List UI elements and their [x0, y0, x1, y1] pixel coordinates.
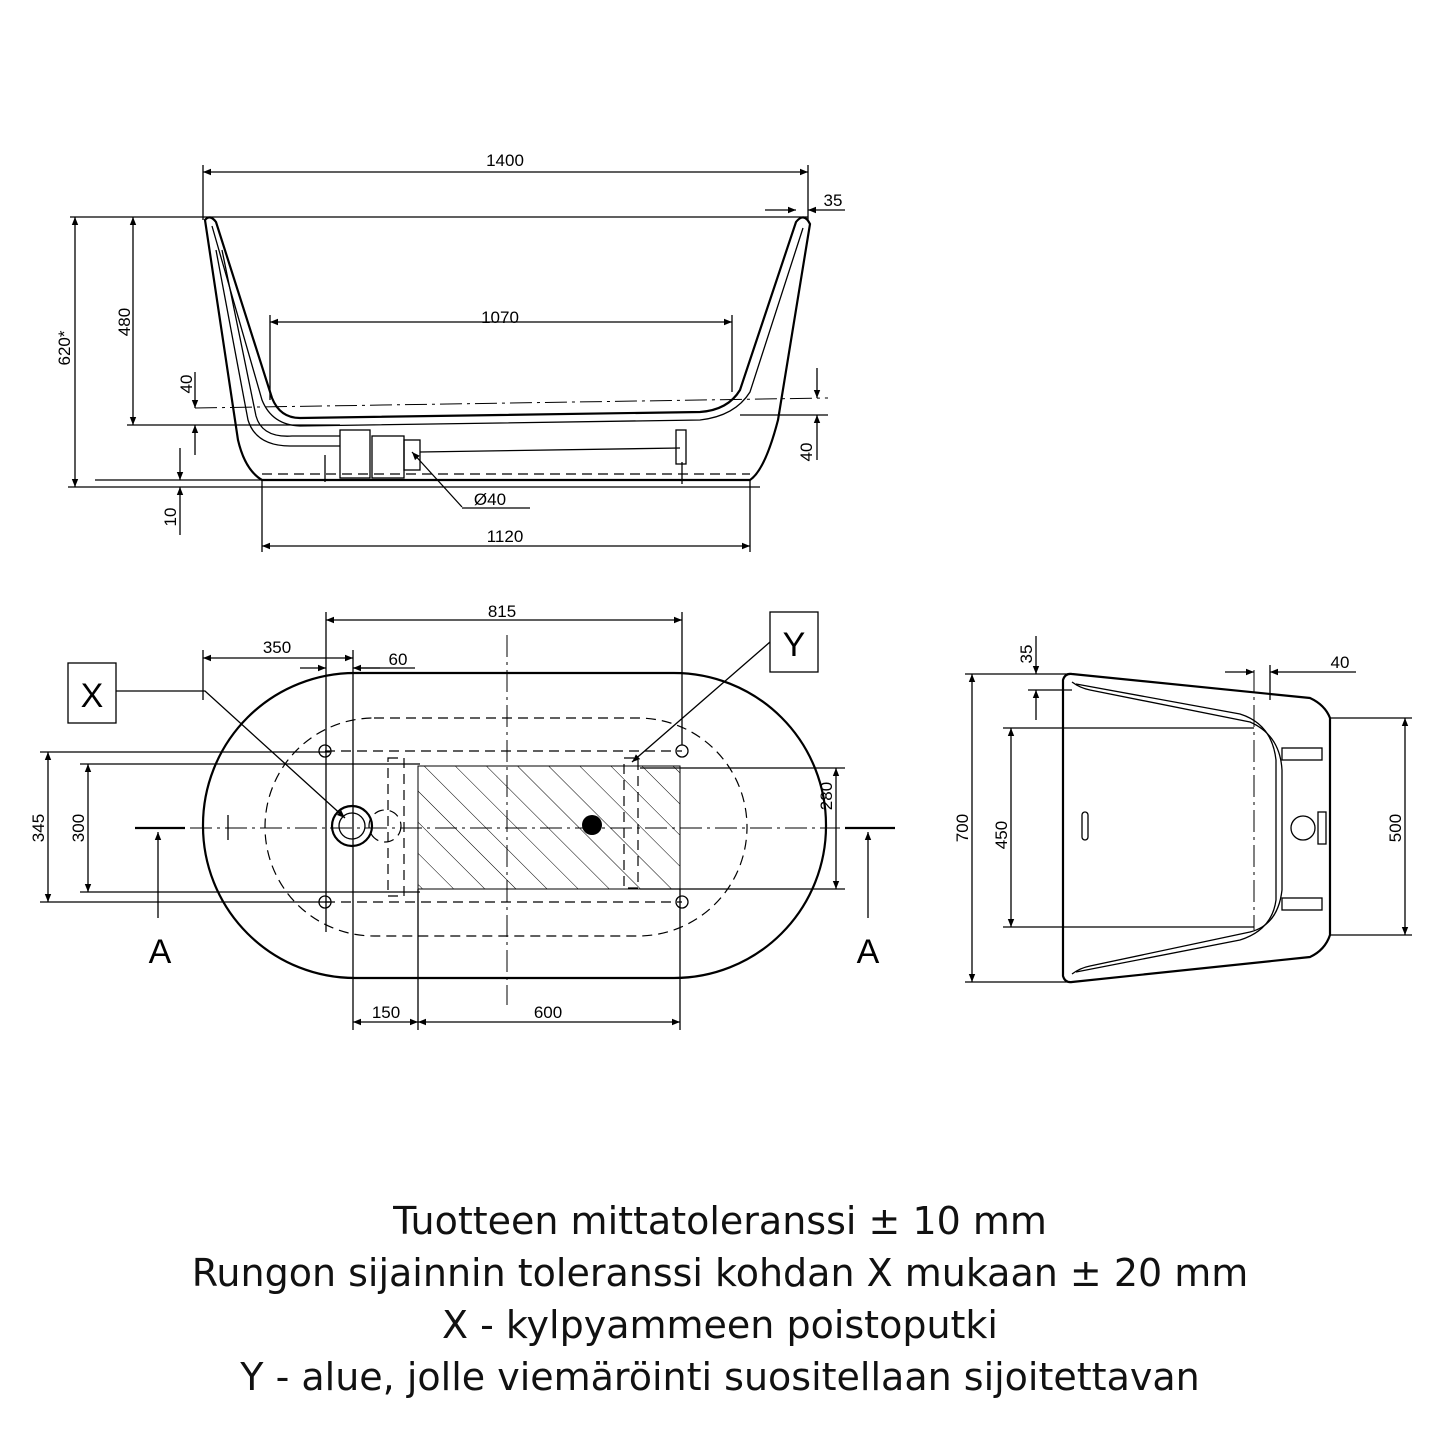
foot-bottom — [1281, 897, 1323, 911]
dim-480: 480 — [115, 308, 134, 336]
trap — [371, 435, 405, 479]
dim-1070: 1070 — [481, 308, 519, 327]
side-view: 1400 35 1070 620* 480 40 40 10 Ø40 1120 — [55, 151, 845, 552]
label-y: Y — [783, 626, 806, 664]
drain-dot — [582, 815, 602, 835]
dim-300: 300 — [69, 814, 88, 842]
frame-right — [623, 757, 639, 889]
overflow-pipe — [215, 249, 340, 447]
note-line: X - kylpyammeen poistoputki — [442, 1303, 998, 1347]
tub-outline-top — [201, 671, 828, 980]
waste-fitting — [339, 429, 371, 479]
section-a-right: A — [857, 933, 880, 971]
end-view: 700 35 450 40 500 — [953, 636, 1412, 984]
dim-35: 35 — [824, 191, 843, 210]
dim-600: 600 — [534, 1003, 562, 1022]
tub-end-outline — [1061, 672, 1332, 984]
note-line: Y - alue, jolle viemäröinti suositellaan… — [240, 1355, 1200, 1399]
dim-60: 60 — [389, 650, 408, 669]
dim-1120: 1120 — [487, 527, 524, 546]
dim-40-end: 40 — [1331, 653, 1350, 672]
trap-outlet — [403, 439, 421, 471]
dim-35-end: 35 — [1017, 645, 1036, 664]
overflow-slot — [1081, 811, 1089, 841]
waste-pipe — [419, 447, 681, 453]
dim-700: 700 — [953, 814, 972, 842]
dim-620: 620* — [55, 330, 74, 365]
frame-left — [387, 757, 405, 897]
tub-outer-profile — [203, 216, 812, 482]
dim-280: 280 — [817, 782, 836, 810]
label-x-box — [67, 662, 117, 724]
dim-450: 450 — [992, 821, 1011, 849]
section-a-left: A — [149, 933, 172, 971]
dim-500: 500 — [1386, 814, 1405, 842]
dim-40-right: 40 — [797, 443, 816, 462]
tub-end-inner — [1071, 681, 1283, 975]
tub-inner-shell — [211, 225, 804, 427]
dim-40-left: 40 — [177, 375, 196, 394]
note-line: Tuotteen mittatoleranssi ± 10 mm — [393, 1199, 1047, 1243]
plan-view: X Y A A 815 350 60 345 300 — [29, 602, 895, 1030]
dim-10: 10 — [161, 508, 180, 527]
tub-inner-dashed — [264, 717, 748, 937]
dim-drain-diameter: Ø40 — [474, 490, 506, 509]
tolerance-notes: Tuotteen mittatoleranssi ± 10 mm Rungon … — [0, 1195, 1440, 1403]
dim-815: 815 — [488, 602, 516, 621]
dim-345: 345 — [29, 814, 48, 842]
waste-end — [1290, 815, 1316, 841]
foot-top — [1281, 747, 1323, 761]
dim-150: 150 — [372, 1003, 400, 1022]
support-leg — [675, 429, 687, 465]
note-line: Rungon sijainnin toleranssi kohdan X muk… — [191, 1251, 1249, 1295]
label-x: X — [81, 677, 104, 715]
water-line — [194, 397, 829, 409]
dim-1400: 1400 — [486, 151, 524, 170]
dim-350: 350 — [263, 638, 291, 657]
drain-outlet — [330, 804, 374, 848]
